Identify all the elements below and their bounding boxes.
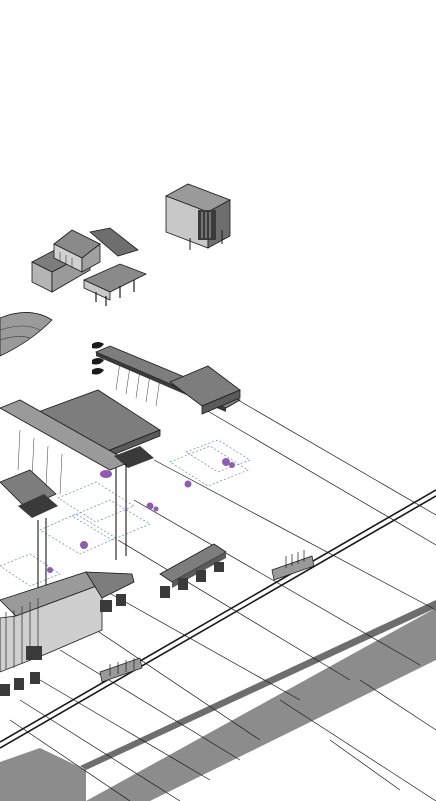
ground-plane-group — [0, 600, 436, 801]
rail-line — [0, 489, 436, 749]
building-tower-block — [165, 183, 231, 250]
building-church-hall — [31, 227, 147, 306]
long-shed-building — [0, 571, 135, 673]
accent-markers — [47, 458, 235, 573]
canopy-walkway-upper — [92, 342, 241, 415]
market-hall-roof — [0, 389, 161, 495]
ground-plane-main — [86, 608, 436, 801]
site-leader-lines — [9, 399, 436, 801]
pavilion-roof-left — [0, 469, 58, 518]
market-stalls — [0, 543, 227, 696]
planter-fence-right — [271, 550, 315, 581]
building-curved-pavilion — [0, 312, 53, 357]
dashed-plan-outlines — [0, 439, 251, 587]
ground-plane-upper-edge — [80, 600, 436, 770]
planter-fence-left — [99, 657, 143, 683]
ground-plane-lower — [0, 748, 86, 801]
